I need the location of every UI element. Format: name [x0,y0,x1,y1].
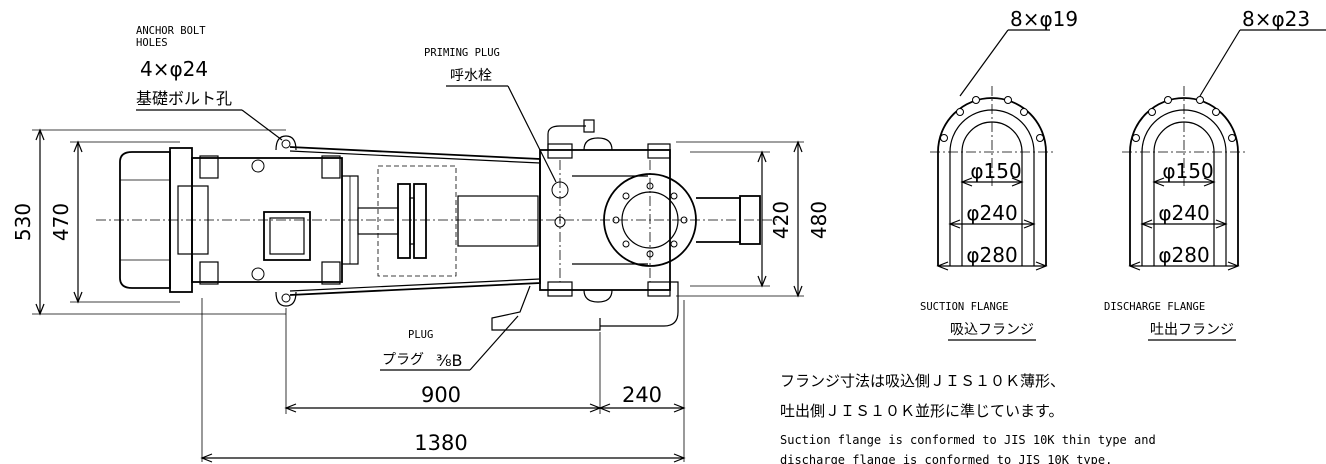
dim-530: 530 [11,203,35,241]
pump-plan-view [96,119,780,331]
svg-text:φ240: φ240 [1158,201,1209,225]
discharge-flange-view: 8×φ23 φ150 φ240 φ280 DISCHARGE FLANGE 吐出… [1104,7,1326,341]
svg-text:吐出フランジ: 吐出フランジ [1150,322,1234,338]
svg-text:DISCHARGE FLANGE: DISCHARGE FLANGE [1104,301,1205,313]
coupling [397,183,411,259]
svg-text:⅜B: ⅜B [436,351,462,370]
note-en-line-2: discharge flange is conformed to JIS 10K… [780,453,1112,464]
svg-text:SUCTION FLANGE: SUCTION FLANGE [920,301,1009,313]
svg-text:PRIMING PLUG: PRIMING PLUG [424,47,500,59]
svg-text:φ240: φ240 [966,201,1017,225]
discharge-flange-holes: 8×φ23 [1242,7,1310,31]
pump-casing [539,149,671,291]
dim-240: 240 [622,383,662,407]
flange-notes: フランジ寸法は吸込側ＪＩＳ１０Ｋ薄形、 吐出側ＪＩＳ１０Ｋ並形に準じています。 … [780,372,1156,464]
coupling-guard [377,165,457,277]
svg-text:PLUG: PLUG [408,329,433,341]
svg-text:φ150: φ150 [1162,159,1213,183]
svg-text:基礎ボルト孔: 基礎ボルト孔 [136,89,232,108]
svg-text:呼水栓: 呼水栓 [450,68,492,84]
anchor-bolt-callout: ANCHOR BOLT HOLES 4×φ24 基礎ボルト孔 [136,25,283,141]
svg-text:4×φ24: 4×φ24 [140,57,208,81]
suction-flange-view: 8×φ19 φ150 φ240 φ280 SUCTION FLANGE 吸込フラ… [920,7,1078,341]
svg-text:吸込フランジ: 吸込フランジ [950,322,1034,338]
left-dimensions: 530 470 [11,128,286,316]
suction-flange-holes: 8×φ19 [1010,7,1078,31]
svg-text:φ280: φ280 [966,243,1017,267]
dim-470: 470 [49,203,73,241]
dim-900: 900 [421,383,461,407]
base-plate [289,146,541,296]
terminal-box [263,211,311,261]
bottom-dimensions: 900 240 1380 [200,298,686,463]
svg-text:プラグ: プラグ [382,352,424,368]
note-jp-line-1: フランジ寸法は吸込側ＪＩＳ１０Ｋ薄形、 [780,372,1065,390]
dim-1380: 1380 [414,431,467,455]
priming-plug-callout: PRIMING PLUG 呼水栓 [424,47,557,183]
svg-text:ANCHOR BOLT: ANCHOR BOLT [136,25,206,37]
svg-text:φ150: φ150 [970,159,1021,183]
svg-text:φ280: φ280 [1158,243,1209,267]
right-dimensions: 420 480 [676,140,831,298]
note-en-line-1: Suction flange is conformed to JIS 10K t… [780,433,1156,447]
note-jp-line-2: 吐出側ＪＩＳ１０Ｋ並形に準じています。 [780,402,1064,420]
dim-480: 480 [807,201,831,239]
plug-callout: PLUG プラグ ⅜B [380,315,519,371]
svg-text:HOLES: HOLES [136,37,168,49]
dim-420: 420 [769,201,793,239]
